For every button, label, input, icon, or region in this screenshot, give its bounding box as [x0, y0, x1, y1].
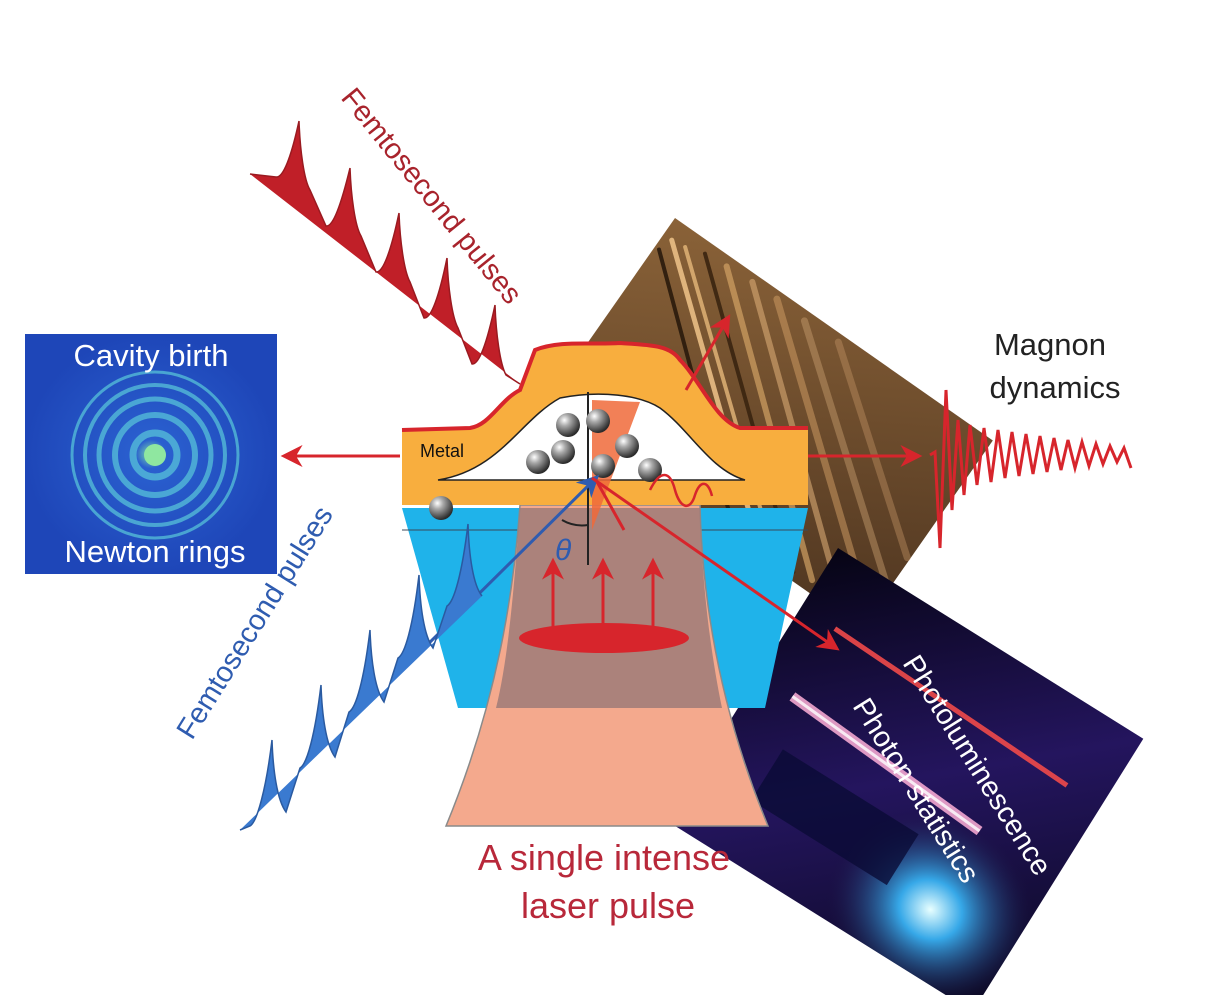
magnon-label-line1: Magnon [994, 327, 1106, 362]
red-pulse-train [249, 120, 521, 385]
small-red-line [594, 479, 626, 531]
photo-panel [667, 548, 1144, 995]
laser-label-line1: A single intense [478, 837, 730, 878]
cavity-birth-label: Cavity birth [73, 338, 228, 373]
reflected-beam-arrow [591, 476, 840, 651]
nanoparticle [591, 454, 615, 478]
metal-label: Metal [420, 441, 464, 461]
arrow-up-right [684, 314, 731, 391]
nanoparticle [615, 434, 639, 458]
nanoparticle [638, 458, 662, 482]
blue-pulse-train [239, 523, 483, 831]
femtosecond-pulses-top: Femtosecond pulses [249, 82, 528, 385]
newton-rings-label: Newton rings [65, 534, 246, 569]
laser-spot [519, 623, 689, 653]
newton-rings-pattern [70, 370, 240, 540]
newton-rings-center [144, 444, 166, 466]
magnon-signal [929, 389, 1133, 549]
nanoparticle [551, 440, 575, 464]
cavity [437, 393, 746, 481]
nanoparticle [526, 450, 550, 474]
nanoparticle [586, 409, 610, 433]
metal-surface-line [401, 340, 808, 432]
theta-label: θ [555, 534, 572, 567]
magnon-group: Magnon dynamics [929, 327, 1133, 549]
photo-rod-red [833, 626, 1069, 788]
magnon-label-line2: dynamics [990, 370, 1121, 405]
red-wedge [592, 400, 640, 530]
photo-cylinder [751, 749, 919, 886]
emission-arrows [280, 314, 923, 653]
newton-rings-panel: Cavity birth Newton rings [25, 334, 277, 574]
angle-arc [561, 519, 589, 527]
photo-rod-pink-core [791, 695, 981, 833]
femto-top-label: Femtosecond pulses [335, 82, 528, 310]
nanoparticle [556, 413, 580, 437]
wavy-emission [648, 473, 714, 507]
nanoparticle [429, 496, 453, 520]
laser-beam-overlap [496, 508, 722, 708]
laser-label-line2: laser pulse [521, 885, 695, 926]
